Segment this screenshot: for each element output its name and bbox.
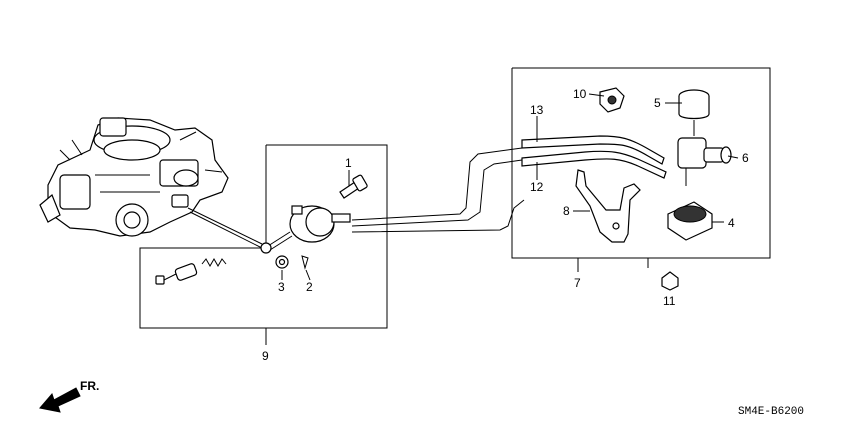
callout-13: 13: [530, 103, 544, 117]
callout-2: 2: [306, 280, 313, 294]
part-bolt-set: [155, 257, 227, 285]
callout-5: 5: [654, 96, 661, 110]
part-clip-2: [301, 255, 311, 281]
callout-8: 8: [563, 204, 570, 218]
front-label: FR.: [80, 379, 99, 393]
callout-6: 6: [742, 151, 749, 165]
callout-12: 12: [530, 180, 544, 194]
part-pad-4: [667, 201, 713, 241]
callout-10: 10: [573, 87, 587, 101]
part-nut-3: [275, 255, 289, 280]
callout-1: 1: [345, 156, 352, 170]
part-solenoid-valve-6: [677, 137, 732, 186]
callout-3: 3: [278, 280, 285, 294]
part-filter-5: [678, 89, 710, 136]
front-arrow-icon: [39, 387, 81, 413]
front-direction-indicator: FR.: [39, 379, 99, 413]
part-nut-11: [661, 271, 679, 291]
part-dashpot-actuator: [260, 205, 351, 254]
group-box-7: [511, 67, 771, 272]
link-rod: [187, 207, 263, 249]
leader-lines: [536, 93, 739, 223]
part-clip-10: [599, 87, 625, 113]
callout-11: 11: [663, 294, 676, 308]
part-hose-13: [521, 135, 665, 165]
part-bolt-1: [339, 170, 368, 199]
part-hose-12: [521, 150, 667, 179]
hose-routing: [351, 147, 525, 233]
part-bracket-8: [575, 169, 641, 243]
callout-4: 4: [728, 216, 735, 230]
callout-9: 9: [262, 349, 269, 363]
callout-7: 7: [574, 276, 581, 290]
diagram-code: SM4E-B6200: [738, 406, 804, 418]
carburetor-assembly: [39, 117, 229, 237]
